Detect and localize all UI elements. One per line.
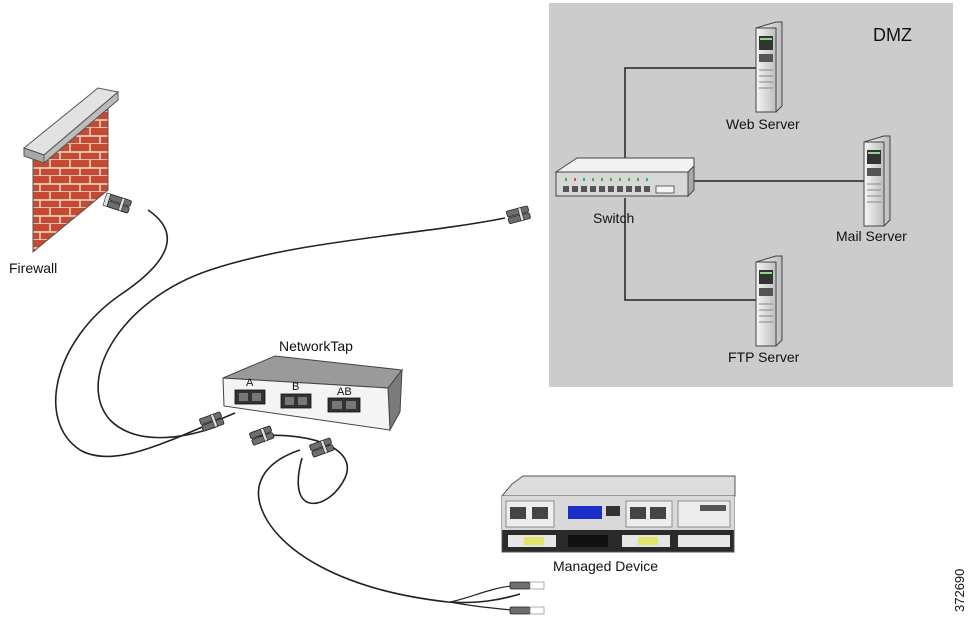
- figure-id: 372690: [952, 568, 967, 612]
- connector-managed-device: [449, 581, 545, 615]
- web-server-icon: [755, 21, 783, 113]
- tap-port-ab-label: AB: [337, 386, 352, 398]
- cables: [55, 209, 521, 604]
- managed-device-icon: [500, 475, 736, 553]
- switch-icon: [554, 157, 695, 198]
- managed-device-label: Managed Device: [553, 558, 659, 574]
- cable-connectors: [102, 192, 545, 615]
- connector-tap-b: [249, 425, 275, 446]
- network-tap-label: NetworkTap: [279, 338, 353, 354]
- tap-port-b-label: B: [292, 381, 300, 393]
- mail-server-label: Mail Server: [836, 228, 907, 244]
- tap-port-a-label: A: [246, 377, 254, 389]
- firewall-icon: [22, 87, 120, 254]
- connector-tap-ab: [309, 437, 335, 458]
- connector-tap-a: [199, 411, 225, 432]
- web-server-label: Web Server: [726, 116, 800, 132]
- switch-label: Switch: [593, 210, 635, 226]
- dmz-links: [624, 67, 864, 301]
- firewall-label: Firewall: [9, 260, 58, 276]
- connector-firewall: [102, 192, 132, 214]
- mail-server-icon: [863, 135, 891, 227]
- ftp-server-icon: [755, 255, 783, 347]
- network-tap-icon: [222, 355, 403, 432]
- ftp-server-label: FTP Server: [728, 349, 800, 365]
- connector-switch: [506, 205, 531, 225]
- dmz-label: DMZ: [873, 25, 912, 45]
